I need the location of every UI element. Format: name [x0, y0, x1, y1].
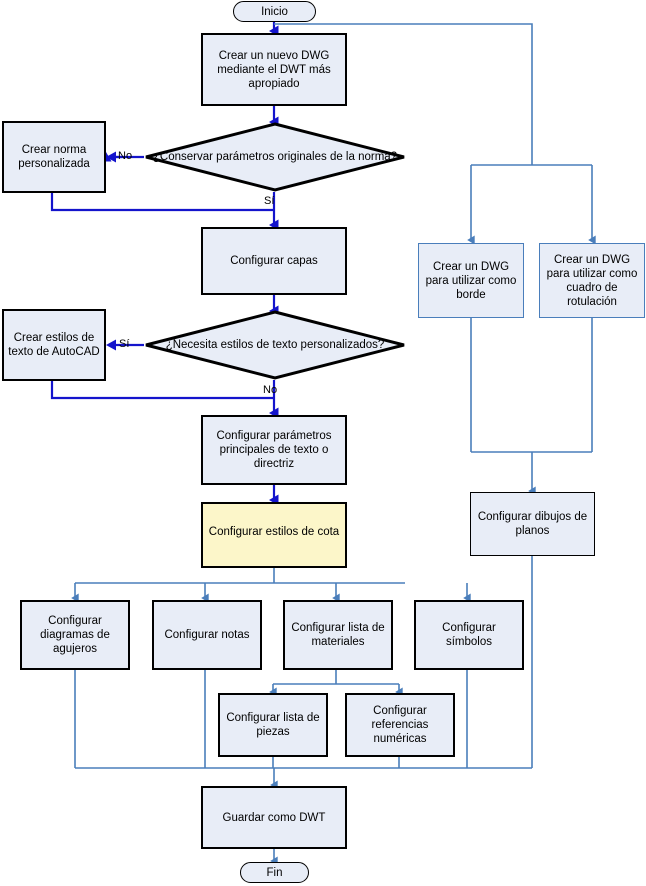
terminal-end[interactable]: Fin	[240, 862, 309, 883]
process-configurar-notas-label: Configurar notas	[164, 629, 250, 641]
process-configurar-diagramas-agujeros-label: Configurar diagramas de agujeros	[40, 615, 110, 655]
process-configurar-diagramas-agujeros[interactable]: Configurar diagramas de agujeros	[20, 600, 130, 670]
process-dwg-borde-label: Crear un DWG para utilizar como borde	[425, 260, 517, 301]
process-configurar-parametros[interactable]: Configurar parámetros principales de tex…	[201, 415, 347, 485]
edge-label-estilos-si: Sí	[119, 338, 130, 350]
process-configurar-simbolos[interactable]: Configurar símbolos	[414, 600, 524, 670]
process-configurar-lista-materiales-label: Configurar lista de materiales	[291, 622, 385, 648]
process-crear-estilos-texto-label: Crear estilos de texto de AutoCAD	[8, 332, 100, 358]
process-dwg-rotulacion-label: Crear un DWG para utilizar como cuadro d…	[546, 253, 638, 308]
process-dwg-rotulacion[interactable]: Crear un DWG para utilizar como cuadro d…	[539, 243, 645, 318]
terminal-end-label: Fin	[266, 866, 283, 879]
process-configurar-capas-label: Configurar capas	[230, 255, 318, 267]
process-configurar-lista-piezas-label: Configurar lista de piezas	[226, 712, 320, 738]
process-create-dwg[interactable]: Crear un nuevo DWG mediante el DWT más a…	[201, 33, 347, 106]
process-configurar-capas[interactable]: Configurar capas	[201, 227, 347, 295]
process-crear-estilos-texto[interactable]: Crear estilos de texto de AutoCAD	[2, 309, 106, 381]
terminal-start[interactable]: Inicio	[233, 1, 316, 22]
terminal-start-label: Inicio	[261, 5, 288, 18]
process-configurar-estilos-cota-label: Configurar estilos de cota	[208, 526, 340, 538]
process-configurar-simbolos-label: Configurar símbolos	[442, 622, 496, 648]
process-configurar-notas[interactable]: Configurar notas	[152, 600, 262, 670]
process-configurar-estilos-cota[interactable]: Configurar estilos de cota	[201, 502, 347, 568]
process-dwg-borde[interactable]: Crear un DWG para utilizar como borde	[418, 243, 524, 318]
process-crear-norma-label: Crear norma personalizada	[18, 144, 90, 170]
process-configurar-dibujos-planos[interactable]: Configurar dibujos de planos	[470, 492, 595, 556]
process-create-dwg-label: Crear un nuevo DWG mediante el DWT más a…	[217, 49, 331, 90]
process-configurar-referencias-numericas-label: Configurar referencias numéricas	[371, 705, 429, 745]
edge-label-norma-si: Sí	[264, 195, 275, 207]
decision-estilos-texto[interactable]: ¿Necesita estilos de texto personalizado…	[144, 310, 406, 380]
process-configurar-lista-piezas[interactable]: Configurar lista de piezas	[218, 693, 328, 757]
decision-conservar-norma[interactable]: ¿Conservar parámetros originales de la n…	[144, 122, 406, 192]
process-configurar-lista-materiales[interactable]: Configurar lista de materiales	[283, 600, 393, 670]
process-guardar-dwt-label: Guardar como DWT	[222, 811, 326, 824]
process-guardar-dwt[interactable]: Guardar como DWT	[201, 786, 347, 849]
edge-label-norma-no: No	[118, 150, 133, 162]
process-configurar-referencias-numericas[interactable]: Configurar referencias numéricas	[345, 693, 455, 757]
process-configurar-dibujos-planos-label: Configurar dibujos de planos	[477, 511, 588, 537]
process-configurar-parametros-label: Configurar parámetros principales de tex…	[216, 430, 332, 470]
edge-label-estilos-no: No	[263, 384, 278, 396]
process-crear-norma[interactable]: Crear norma personalizada	[2, 121, 106, 193]
